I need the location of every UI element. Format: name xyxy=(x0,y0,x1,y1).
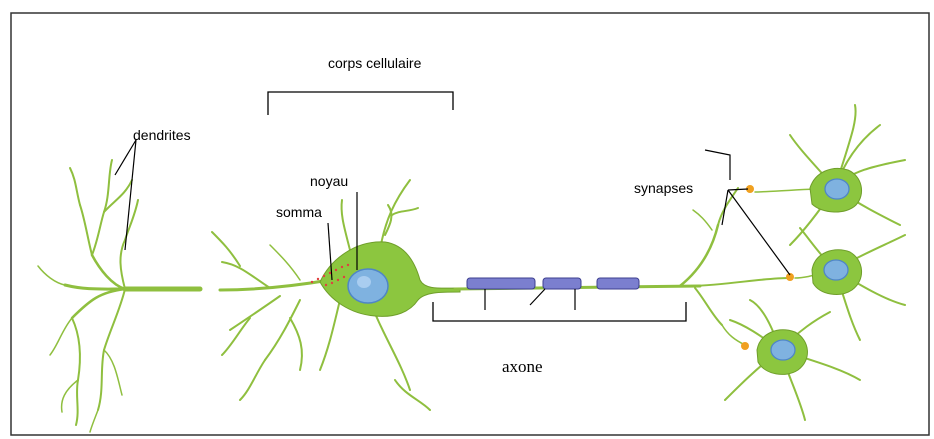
myelin-sheath-1 xyxy=(467,278,535,289)
label-somma: somma xyxy=(276,204,322,220)
axon xyxy=(455,278,700,310)
label-dendrites: dendrites xyxy=(133,127,191,143)
target-neuron-bottom xyxy=(725,300,860,420)
synapse-markers xyxy=(741,185,794,350)
cell-body xyxy=(212,180,460,410)
myelin-sheath-3 xyxy=(597,278,639,289)
label-noyau: noyau xyxy=(310,173,348,189)
bracket-axone xyxy=(433,302,686,321)
label-axone: axone xyxy=(502,357,543,376)
bracket-corps-cellulaire xyxy=(268,92,453,115)
label-corps-cellulaire: corps cellulaire xyxy=(328,55,422,71)
label-synapses: synapses xyxy=(634,180,693,196)
synapse-dot-3 xyxy=(741,342,749,350)
dendrite-tree-left xyxy=(38,160,200,432)
target-neuron-top xyxy=(755,105,905,245)
myelin-sheath-2 xyxy=(543,278,581,289)
